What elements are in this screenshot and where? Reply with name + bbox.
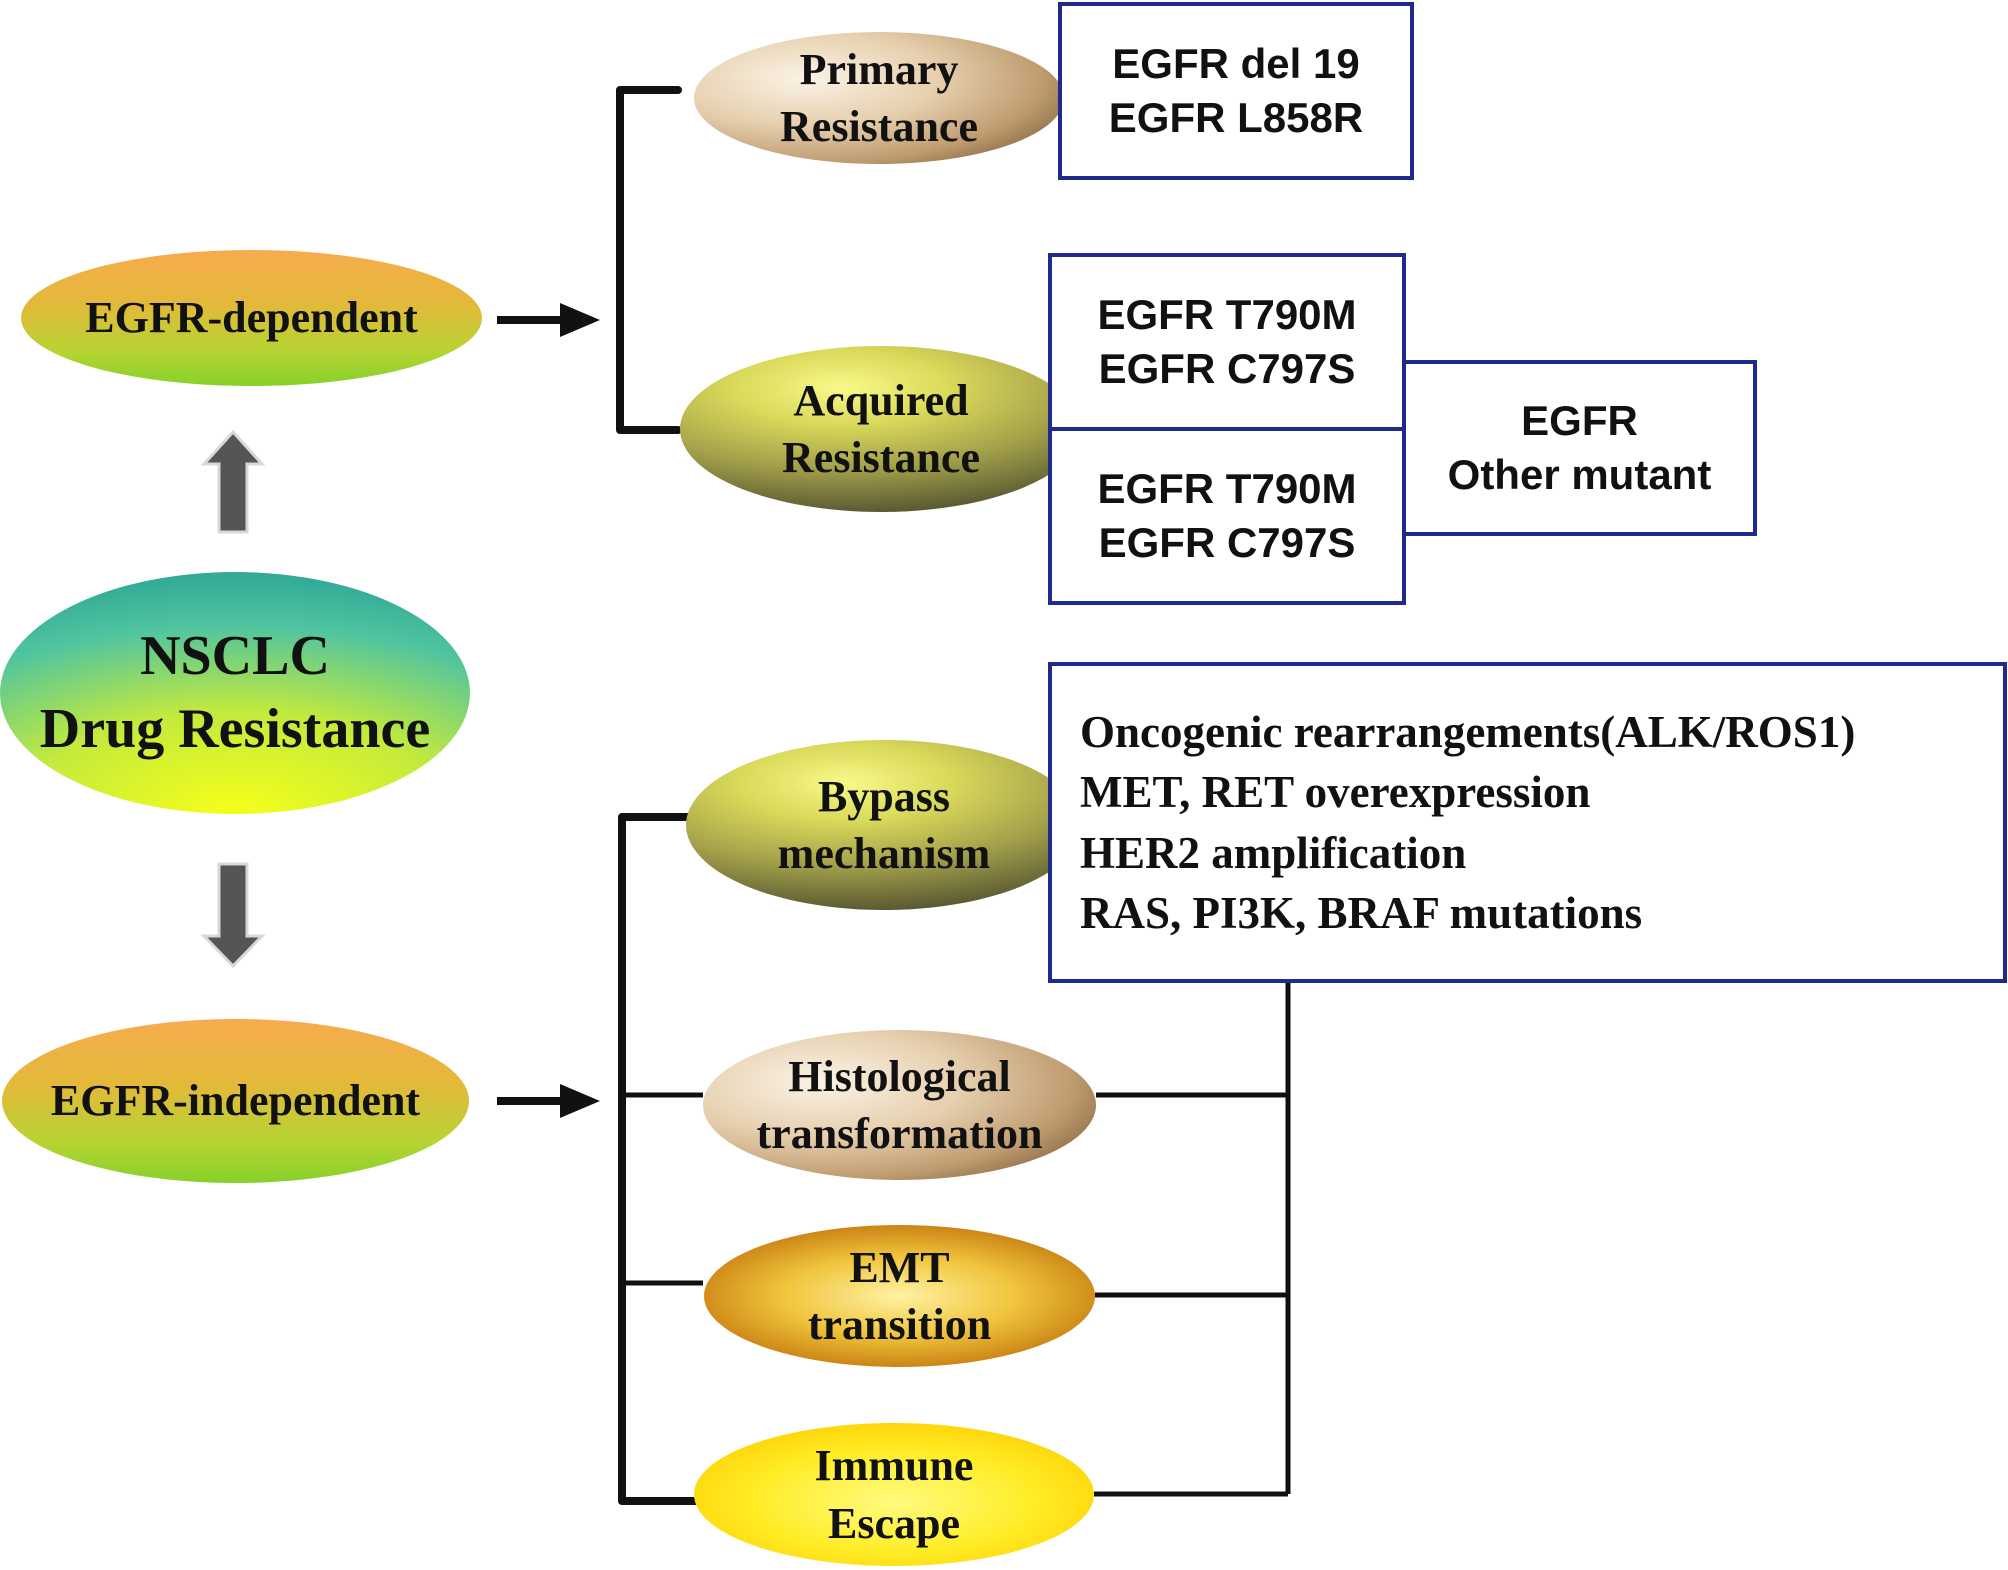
acquired-box2-line2: EGFR C797S: [1098, 519, 1356, 566]
acquired-line2: Resistance: [782, 433, 980, 482]
emt-line1: EMT: [849, 1242, 950, 1292]
acquired-resistance-node: Acquired Resistance: [680, 346, 1082, 512]
egfr-independent-node: EGFR-independent: [2, 1019, 469, 1183]
immune-line1: Immune: [814, 1441, 974, 1491]
bypass-details-box: Oncogenic rearrangements(ALK/ROS1) MET, …: [1048, 662, 2007, 983]
dependent-arrow: [497, 303, 600, 337]
acquired-box2-line1: EGFR T790M: [1097, 465, 1357, 513]
root-node: NSCLC Drug Resistance: [0, 572, 470, 814]
bypass-mechanism-node: Bypass mechanism: [686, 740, 1082, 910]
dependent-bracket: [616, 86, 682, 434]
primary-line1: Primary: [799, 44, 959, 94]
bypass-detail-3: HER2 amplification: [1080, 827, 1467, 878]
acquired-box1-line2: EGFR C797S: [1098, 345, 1356, 392]
acquired-box3-line2: Other mutant: [1447, 451, 1712, 498]
acquired-box-1: EGFR T790M EGFR C797S: [1048, 253, 1406, 431]
primary-mutations-box: EGFR del 19 EGFR L858R: [1058, 2, 1414, 180]
up-gray-arrow: [200, 429, 266, 534]
emt-line2: transition: [807, 1300, 992, 1349]
histological-node: Histological transformation: [703, 1030, 1096, 1180]
emt-node: EMT transition: [704, 1225, 1095, 1367]
independent-arrow: [497, 1084, 600, 1118]
primary-mutation-1: EGFR del 19: [1112, 40, 1360, 88]
bypass-detail-4: RAS, PI3K, BRAF mutations: [1080, 887, 1643, 938]
independent-bracket: [618, 813, 704, 1505]
egfr-dependent-node: EGFR-dependent: [21, 250, 482, 386]
egfr-independent-label: EGFR-independent: [50, 1076, 421, 1126]
acquired-box3-line1: EGFR: [1521, 397, 1638, 445]
root-line1: NSCLC: [140, 625, 330, 688]
histological-line2: transformation: [756, 1109, 1043, 1158]
primary-mutation-2: EGFR L858R: [1108, 94, 1364, 141]
down-gray-arrow: [200, 862, 266, 969]
histological-line1: Histological: [788, 1051, 1011, 1101]
primary-resistance-node: Primary Resistance: [694, 32, 1064, 164]
immune-line2: Escape: [828, 1498, 960, 1548]
bypass-line1: Bypass: [817, 771, 951, 821]
bypass-line2: mechanism: [777, 829, 991, 878]
primary-line2: Resistance: [780, 102, 978, 151]
egfr-dependent-label: EGFR-dependent: [85, 293, 418, 343]
immune-escape-node: Immune Escape: [694, 1423, 1094, 1566]
acquired-line1: Acquired: [793, 375, 969, 425]
acquired-box1-line1: EGFR T790M: [1097, 291, 1357, 339]
acquired-box-2: EGFR T790M EGFR C797S: [1048, 427, 1406, 605]
bypass-detail-1: Oncogenic rearrangements(ALK/ROS1): [1080, 706, 1856, 757]
bypass-detail-2: MET, RET overexpression: [1080, 767, 1591, 818]
root-line2: Drug Resistance: [39, 698, 431, 760]
acquired-box-other: EGFR Other mutant: [1402, 360, 1757, 536]
